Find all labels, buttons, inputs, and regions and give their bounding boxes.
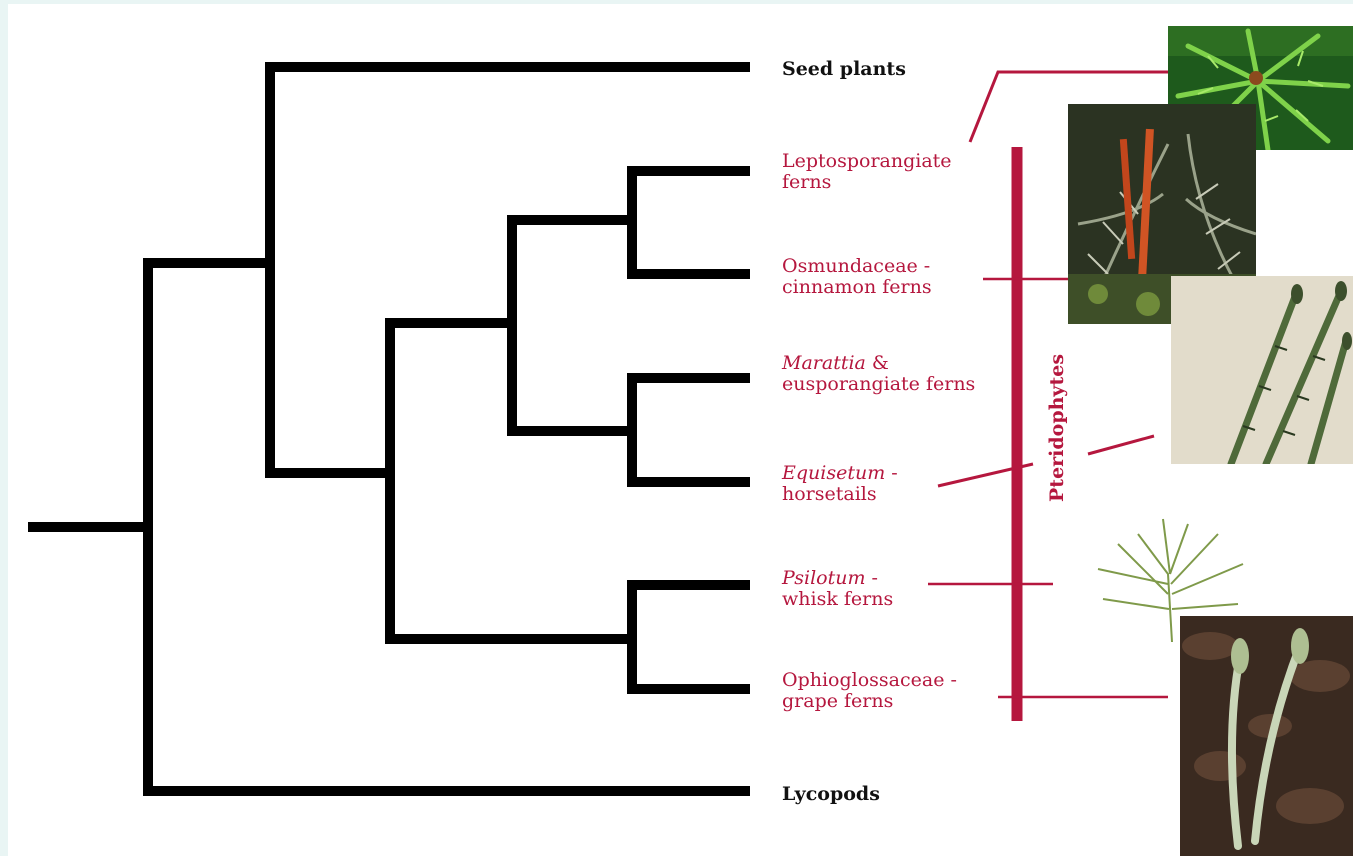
psilotum-genus: Psilotum: [782, 567, 866, 589]
grape-fern-photo: [1180, 616, 1353, 856]
label-seed-plants: Seed plants: [782, 59, 906, 80]
label-marattia: Marattia & eusporangiate ferns: [782, 353, 975, 395]
leader-line-equisetum-b: [1088, 436, 1154, 454]
lycopods-text: Lycopods: [782, 783, 880, 805]
marattia-ampersand: &: [866, 352, 889, 374]
horsetail-photo: [1171, 276, 1353, 464]
leptosporangiate-line2: ferns: [782, 172, 952, 193]
pteridophytes-label: Pteridophytes: [1046, 354, 1068, 502]
seed-plants-text: Seed plants: [782, 58, 906, 80]
osmundaceae-line2: cinnamon ferns: [782, 277, 932, 298]
label-psilotum: Psilotum - whisk ferns: [782, 568, 893, 610]
label-ophioglossaceae: Ophioglossaceae - grape ferns: [782, 670, 957, 712]
ophioglossaceae-line2: grape ferns: [782, 691, 957, 712]
label-osmundaceae: Osmundaceae - cinnamon ferns: [782, 256, 932, 298]
horsetail-illustration: [1171, 276, 1353, 464]
label-leptosporangiate: Leptosporangiate ferns: [782, 151, 952, 193]
osmundaceae-line1: Osmundaceae -: [782, 256, 932, 277]
equisetum-line1: Equisetum -: [782, 463, 898, 484]
marattia-genus: Marattia: [782, 352, 866, 374]
equisetum-dash: -: [885, 462, 897, 484]
grape-fern-illustration: [1180, 616, 1353, 856]
ophioglossaceae-line1: Ophioglossaceae -: [782, 670, 957, 691]
psilotum-line1: Psilotum -: [782, 568, 893, 589]
label-equisetum: Equisetum - horsetails: [782, 463, 898, 505]
marattia-line1: Marattia &: [782, 353, 975, 374]
label-lycopods: Lycopods: [782, 784, 880, 805]
equisetum-line2: horsetails: [782, 484, 898, 505]
psilotum-line2: whisk ferns: [782, 589, 893, 610]
psilotum-dash: -: [866, 567, 878, 589]
equisetum-genus: Equisetum: [782, 462, 885, 484]
marattia-line2: eusporangiate ferns: [782, 374, 975, 395]
leptosporangiate-line1: Leptosporangiate: [782, 151, 952, 172]
phylogeny-diagram: Seed plants Leptosporangiate ferns Osmun…: [8, 4, 1353, 856]
